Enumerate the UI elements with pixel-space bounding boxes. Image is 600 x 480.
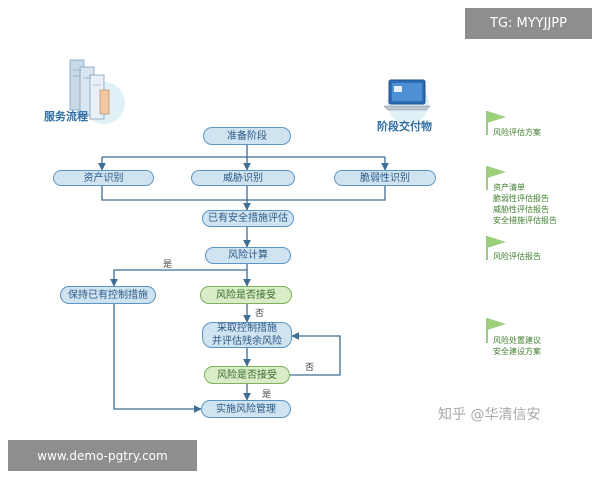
- node-take-measures: 采取控制措施 并评估残余风险: [202, 322, 292, 348]
- deliverable-line: 资产清单: [493, 183, 525, 192]
- node-keep-controls: 保持已有控制措施: [60, 286, 156, 304]
- node-vulnerability-identification: 脆弱性识别: [334, 170, 436, 186]
- deliverable-text: 资产清单 脆弱性评估报告 威胁性评估报告 安全措施评估报告: [493, 182, 557, 226]
- node-asset-identification: 资产识别: [53, 170, 154, 186]
- zhihu-watermark: 知乎 @华清信安: [438, 407, 541, 423]
- flag-icon: [486, 236, 506, 260]
- deliverable-line: 安全建设方案: [493, 347, 541, 356]
- edge-label-yes: 是: [163, 260, 173, 270]
- node-threat-identification: 威胁识别: [191, 170, 295, 186]
- url-overlay: www.demo-pgtry.com: [8, 440, 197, 471]
- telegram-tag-overlay: TG: MYYJJPP: [465, 8, 592, 39]
- decision-risk-accept-1: 风险是否接受: [200, 286, 292, 304]
- connectors: [98, 145, 389, 413]
- edge-join-bar: [101, 186, 386, 201]
- edge-no-loop: [290, 332, 341, 376]
- take-measures-line-2: 并评估残余风险: [212, 336, 282, 347]
- node-prepare: 准备阶段: [203, 127, 291, 145]
- node-existing-measures: 已有安全措施评估: [202, 210, 294, 227]
- flag-icon: [486, 318, 506, 343]
- node-risk-calculation: 风险计算: [205, 247, 291, 264]
- deliverable-line: 风险处置建议: [493, 336, 541, 345]
- node-implement-risk-management: 实施风险管理: [201, 400, 291, 418]
- deliverable-line: 风险评估方案: [493, 128, 541, 137]
- edge-keep-implement: [113, 304, 202, 413]
- edge-label-no: 否: [305, 363, 315, 373]
- deliverable-line: 脆弱性评估报告: [493, 194, 549, 203]
- deliverable-text: 风险评估报告: [493, 251, 541, 262]
- laptop-icon: [383, 79, 431, 124]
- edge-label-yes: 是: [262, 390, 272, 400]
- edge-label-no: 否: [255, 309, 265, 319]
- stage-deliverables-heading: 阶段交付物: [377, 120, 432, 133]
- flag-icon: [486, 166, 506, 190]
- document-stack-icon: [69, 59, 125, 124]
- take-measures-line-1: 采取控制措施: [217, 322, 277, 334]
- flag-icon: [486, 111, 506, 135]
- edge-yes-keep: [110, 269, 247, 287]
- deliverable-text: 风险评估方案: [493, 127, 541, 138]
- service-flow-heading: 服务流程: [44, 110, 88, 123]
- deliverable-line: 风险评估报告: [493, 252, 541, 261]
- deliverable-line: 威胁性评估报告: [493, 205, 549, 214]
- decision-risk-accept-2: 风险是否接受: [204, 366, 290, 384]
- deliverable-text: 风险处置建议 安全建设方案: [493, 335, 541, 357]
- deliverable-line: 安全措施评估报告: [493, 216, 557, 225]
